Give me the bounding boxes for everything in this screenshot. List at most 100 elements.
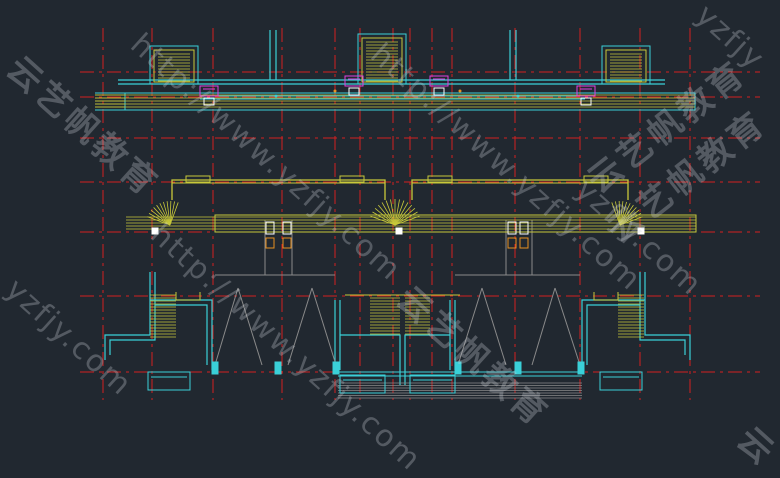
stair-enclosure-wall — [149, 45, 199, 85]
fixture-dot — [516, 94, 520, 98]
stair-fan-tread — [166, 201, 171, 226]
landing-wall — [95, 92, 696, 111]
door-swing-line — [214, 287, 239, 366]
stair-enclosure — [153, 49, 195, 83]
landing-wall — [95, 92, 126, 111]
balcony-box — [599, 371, 643, 391]
balcony-box — [147, 371, 191, 391]
stair-fan-tread — [169, 202, 179, 226]
toilet-fixture-base — [265, 237, 275, 249]
toilet-fixture-base — [282, 237, 292, 249]
door-swing-line — [457, 287, 483, 366]
stair-fan-tread — [611, 202, 621, 226]
stair-fan-tread — [619, 207, 637, 226]
stair-fan-tread — [381, 202, 396, 226]
door-swing-line — [287, 287, 313, 366]
stair-fan-tread — [394, 215, 420, 226]
window-opening — [427, 175, 453, 183]
fixture-dot — [333, 89, 337, 93]
fixture-dot — [274, 94, 278, 98]
fixture-dot — [458, 89, 462, 93]
stair-fan-tread — [163, 201, 171, 226]
lower-wall — [644, 272, 691, 360]
staircases — [95, 41, 697, 338]
stair-enclosure — [605, 49, 647, 83]
column — [274, 361, 282, 375]
balcony-box — [339, 374, 386, 394]
stair-enclosure-wall — [357, 33, 407, 85]
column — [211, 361, 219, 375]
door-swing-line — [481, 287, 507, 366]
axis-grid-lines — [80, 28, 760, 400]
column — [577, 361, 585, 375]
white-fixture — [151, 227, 159, 235]
stair-fan-tread — [619, 216, 643, 226]
stair-fan-tread — [394, 202, 409, 226]
stair-fan-tread — [619, 209, 640, 226]
stair-fan-tread — [385, 200, 396, 226]
wall-outlines — [95, 30, 696, 399]
door-swing-line — [531, 287, 556, 366]
magenta-fixture — [344, 75, 364, 87]
lower-wall — [586, 304, 640, 365]
middle-wall-left — [171, 179, 386, 200]
stair-fan-tread — [394, 200, 405, 226]
stair-fan-tread — [147, 216, 171, 226]
stair-fan-tread — [159, 203, 171, 226]
stair-enclosure-wall — [601, 45, 651, 85]
magenta-fixture — [199, 85, 219, 97]
lower-wall — [404, 334, 450, 385]
toilet-fixture — [507, 221, 517, 235]
window-opening — [339, 175, 365, 183]
white-fixture — [395, 227, 403, 235]
fixture-box — [433, 87, 445, 96]
toilet-fixture — [282, 221, 292, 235]
lower-wall — [340, 334, 401, 385]
fixtures — [151, 75, 645, 375]
stair-fan-tread — [390, 199, 396, 226]
stair-fan-tread — [619, 201, 627, 226]
stair-fan-tread — [615, 201, 621, 226]
stair-fan-tread — [153, 207, 171, 226]
cad-floor-plan — [80, 28, 760, 400]
stair-fan-tread — [370, 215, 396, 226]
lower-wall — [104, 272, 151, 360]
stair-fan-tread — [150, 209, 171, 226]
window-opening — [185, 175, 211, 183]
door-swing-line — [311, 287, 337, 366]
magenta-fixture — [429, 75, 449, 87]
stair-landing — [593, 292, 619, 301]
lower-wall — [639, 272, 686, 355]
magenta-fixture — [576, 85, 596, 97]
stair-landing — [175, 292, 201, 301]
column — [514, 361, 522, 375]
lower-wall — [150, 299, 213, 370]
stair-fan-tread — [619, 201, 624, 226]
fixture-box — [203, 97, 215, 106]
window-opening — [583, 175, 609, 183]
column — [332, 361, 340, 375]
fixture-box — [348, 87, 360, 96]
middle-wall-right — [411, 179, 629, 200]
stair-fan-tread — [169, 201, 175, 226]
balcony-box — [409, 374, 456, 394]
door-swing-line — [237, 287, 263, 366]
lower-wall — [155, 304, 208, 365]
toilet-fixture — [265, 221, 275, 235]
stair-fan-tread — [169, 201, 172, 226]
toilet-fixture-base — [507, 237, 517, 249]
door-swing-line — [554, 287, 581, 366]
side-stair-frame — [214, 214, 697, 233]
toilet-fixture-base — [519, 237, 529, 249]
lower-wall — [581, 299, 645, 370]
toilet-fixture — [519, 221, 529, 235]
lower-wall — [109, 272, 156, 355]
stair-enclosure — [361, 37, 403, 83]
stair-fan-tread — [156, 204, 171, 226]
stair-fan-tread — [619, 203, 631, 226]
stair-fan-tread — [618, 201, 621, 226]
stair-fan-tread — [394, 199, 400, 226]
column — [454, 361, 462, 375]
white-fixture — [637, 227, 645, 235]
fixture-box — [580, 97, 592, 106]
